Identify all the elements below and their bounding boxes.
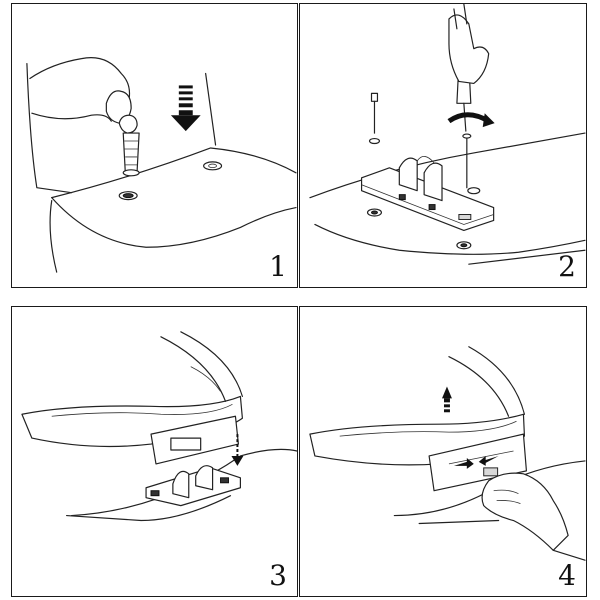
bowl-rim-front (314, 223, 586, 255)
step-2-illustration (309, 4, 586, 265)
mounting-bracket (360, 156, 495, 231)
toilet-seat (309, 346, 528, 492)
mounting-bracket (145, 465, 241, 507)
step-number: 2 (558, 250, 576, 283)
bolt-right-icon (462, 133, 472, 189)
down-arrow-icon (231, 434, 244, 466)
step-number: 4 (558, 559, 576, 592)
hand-icon (29, 57, 138, 134)
hand-icon (481, 472, 586, 561)
bowl-rim-front (51, 197, 297, 248)
step-number: 3 (269, 559, 287, 592)
bolt-left-icon (368, 92, 381, 145)
tank-outline (26, 62, 73, 194)
mount-hole-right (203, 161, 223, 171)
step-4-panel: 4 (299, 306, 587, 597)
hand-icon (448, 4, 490, 85)
rotate-arrow-icon (447, 112, 495, 128)
bowl-rim-back (309, 132, 586, 199)
nut-icon (122, 132, 140, 177)
step-3-panel: 3 (11, 306, 298, 597)
step-number: 1 (269, 250, 287, 283)
toilet-seat (21, 331, 243, 465)
step-2-panel: 2 (299, 3, 587, 288)
step-4-illustration (309, 346, 586, 561)
bowl-rim-back (51, 147, 297, 199)
up-arrow-icon (442, 386, 452, 413)
step-1-panel: 1 (11, 3, 298, 288)
down-arrow-icon (170, 85, 201, 132)
release-button (453, 455, 499, 477)
step-1-illustration (26, 57, 297, 273)
step-3-illustration (21, 331, 297, 522)
